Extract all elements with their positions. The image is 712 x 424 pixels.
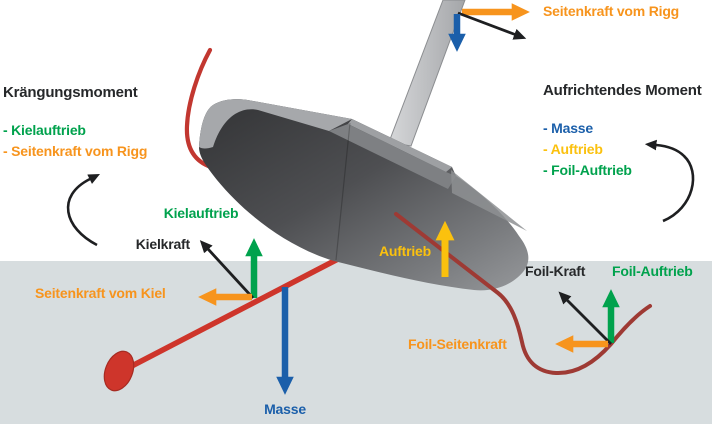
mast (388, 0, 466, 147)
deck (199, 99, 352, 149)
hull-crease (335, 122, 351, 261)
heeling-moment-title: Krängungsmoment (3, 84, 138, 101)
heeling-moment-arrow (66, 173, 100, 247)
foil-force-arrow (558, 291, 612, 345)
keel-force-label: Kielkraft (135, 236, 190, 252)
righting-item-mass: - Masse (543, 120, 593, 136)
righting-moment-arrow (644, 139, 695, 223)
cabin-side (329, 124, 456, 189)
keel-side-force-label: Seitenkraft vom Kiel (35, 285, 166, 301)
buoyancy-label: Auftrieb (378, 243, 431, 259)
rig-side-force-label: Seitenkraft vom Rigg (543, 3, 680, 19)
foil-forces (555, 289, 620, 353)
windward-foil (184, 47, 214, 170)
righting-item-buoyancy: - Auftrieb (543, 141, 603, 157)
keel-force-arrow (199, 240, 255, 299)
rig-forces (448, 3, 530, 52)
cabin-roof (348, 119, 452, 172)
aft-deck (451, 170, 527, 231)
keel-bulb (103, 350, 135, 392)
mass-label: Masse (264, 401, 306, 417)
keel-strut (124, 256, 340, 372)
heeling-item-keel-lift: - Kielauftrieb (3, 122, 86, 138)
rig-resultant-arrow (457, 11, 527, 40)
keel-forces (198, 238, 294, 395)
righting-item-foil-lift: - Foil-Auftrieb (543, 162, 632, 178)
keel-lift-label: Kielauftrieb (163, 205, 239, 221)
heeling-item-rig-side-force: - Seitenkraft vom Rigg (3, 143, 148, 159)
foil-lift-label: Foil-Auftrieb (612, 263, 693, 279)
righting-moment-title: Aufrichtendes Moment (543, 82, 702, 99)
foil-force-label: Foil-Kraft (525, 263, 586, 279)
foil-side-force-label: Foil-Seitenkraft (408, 336, 507, 352)
